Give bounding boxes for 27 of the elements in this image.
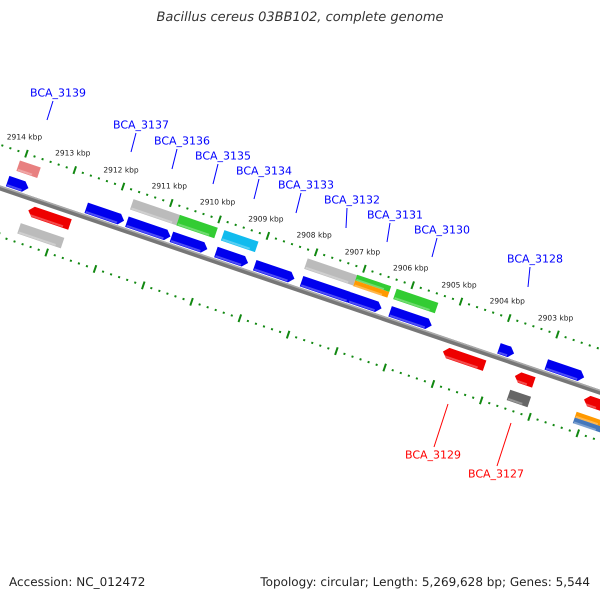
gene-label: BCA_3135 [194,150,252,162]
leader-line [46,100,54,120]
leader-line [172,148,178,170]
leader-line [386,222,390,242]
gene-label: BCA_3129 [404,448,462,462]
gene-label: BCA_3131 [366,208,424,222]
gene-label: BCA_3130 [414,224,470,236]
leader-line [130,132,136,152]
leader-line [432,238,438,258]
leader-line [528,266,530,288]
gene-label: BCA_3137 [112,118,170,132]
leader-line [346,208,348,228]
footer-text: Accession: NC_012472 [9,575,146,589]
gene-label: BCA_3132 [324,194,380,206]
diagram-title: Bacillus cereus 03BB102, complete genome [155,10,445,25]
leader-line [212,164,218,184]
leader-line [496,422,512,466]
gene-label: BCA_3127 [468,468,524,480]
gene-label: BCA_3136 [154,134,210,148]
gene-label: BCA_3139 [30,86,86,100]
leader-line [254,178,260,200]
footer-text: Topology: circular; Length: 5,269,628 bp; Genes: 5,544 [260,575,590,589]
leader-line [296,192,302,214]
leader-line [434,404,448,448]
gene-label: BCA_3134 [236,164,292,178]
gene-label: BCA_3133 [278,178,334,192]
gene-label: BCA_3128 [506,252,564,266]
